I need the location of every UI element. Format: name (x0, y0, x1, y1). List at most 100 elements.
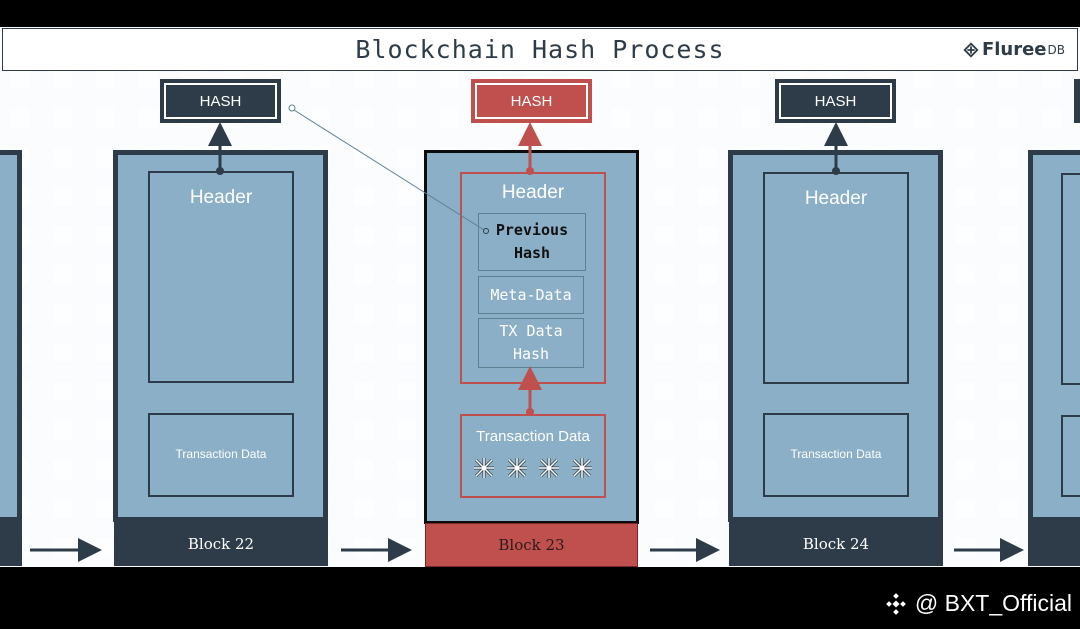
background-square (655, 226, 674, 245)
background-square (698, 460, 717, 479)
tx-partial-right (1061, 415, 1080, 497)
hash-box-block-24: HASH (775, 79, 896, 123)
background-square (698, 70, 717, 89)
background-square (96, 109, 115, 128)
diagram-title: Blockchain Hash Process (355, 35, 725, 64)
background-square (440, 109, 459, 128)
transaction-data-section: Transaction Data (460, 414, 606, 498)
background-square (354, 148, 373, 167)
background-square (698, 187, 717, 206)
background-square (96, 187, 115, 206)
background-square (999, 421, 1018, 440)
background-square (397, 304, 416, 323)
background-square (999, 187, 1018, 206)
transaction-icons (468, 456, 598, 480)
background-square (741, 109, 760, 128)
background-square (655, 304, 674, 323)
background-square (96, 499, 115, 518)
background-square (999, 499, 1018, 518)
transaction-data-section: Transaction Data (148, 413, 294, 497)
background-square (956, 460, 975, 479)
header-section: Header (763, 172, 909, 384)
background-square (698, 382, 717, 401)
block-partial-left (0, 150, 22, 522)
background-square (956, 265, 975, 284)
background-square (655, 265, 674, 284)
background-square (354, 304, 373, 323)
background-square (999, 382, 1018, 401)
background-square (397, 382, 416, 401)
background-square (698, 148, 717, 167)
background-square (96, 343, 115, 362)
block-23-footer: Block 23 (425, 523, 638, 567)
background-square (397, 343, 416, 362)
background-square (397, 460, 416, 479)
background-square (354, 421, 373, 440)
background-square (956, 226, 975, 245)
background-square (53, 109, 72, 128)
background-square (999, 304, 1018, 323)
hash-box-partial-right (1074, 79, 1080, 123)
logo-suffix: DB (1047, 42, 1065, 57)
background-square (698, 109, 717, 128)
background-square (10, 70, 29, 89)
background-square (999, 226, 1018, 245)
transaction-icon (506, 458, 527, 478)
background-square (698, 265, 717, 284)
background-square (53, 460, 72, 479)
hash-label: HASH (199, 92, 242, 110)
background-square (354, 460, 373, 479)
background-square (999, 538, 1018, 557)
background-square (96, 421, 115, 440)
hash-box-block-22: HASH (160, 79, 281, 123)
background-square (354, 343, 373, 362)
background-square (655, 109, 674, 128)
background-square (96, 460, 115, 479)
transaction-data-label: Transaction Data (790, 447, 882, 461)
background-square (956, 148, 975, 167)
background-square (913, 109, 932, 128)
background-square (956, 187, 975, 206)
background-square (655, 499, 674, 518)
hash-box-block-23: HASH (471, 79, 592, 123)
background-square (96, 148, 115, 167)
transaction-icon (474, 458, 495, 478)
background-square (53, 70, 72, 89)
block-label: Block 22 (187, 535, 255, 553)
watermark: @ BXT_Official (883, 590, 1072, 617)
background-square (354, 226, 373, 245)
background-square (311, 109, 330, 128)
background-square (354, 187, 373, 206)
background-square (655, 70, 674, 89)
block-partial-left-footer (0, 522, 22, 566)
block-24-footer: Block 24 (729, 522, 943, 566)
background-square (53, 148, 72, 167)
background-square (53, 382, 72, 401)
background-square (698, 421, 717, 440)
background-square (139, 70, 158, 89)
background-square (698, 499, 717, 518)
background-square (139, 109, 158, 128)
transaction-icon (571, 458, 592, 478)
background-square (53, 265, 72, 284)
background-square (999, 70, 1018, 89)
background-square (397, 538, 416, 557)
background-square (354, 538, 373, 557)
background-square (397, 265, 416, 284)
background-square (612, 109, 631, 128)
background-square (655, 187, 674, 206)
transaction-data-section: Transaction Data (763, 413, 909, 497)
transaction-icon (539, 458, 560, 478)
background-square (698, 226, 717, 245)
background-square (397, 109, 416, 128)
background-square (956, 109, 975, 128)
background-square (96, 70, 115, 89)
background-square (96, 226, 115, 245)
background-square (397, 148, 416, 167)
background-square (53, 226, 72, 245)
background-square (999, 343, 1018, 362)
